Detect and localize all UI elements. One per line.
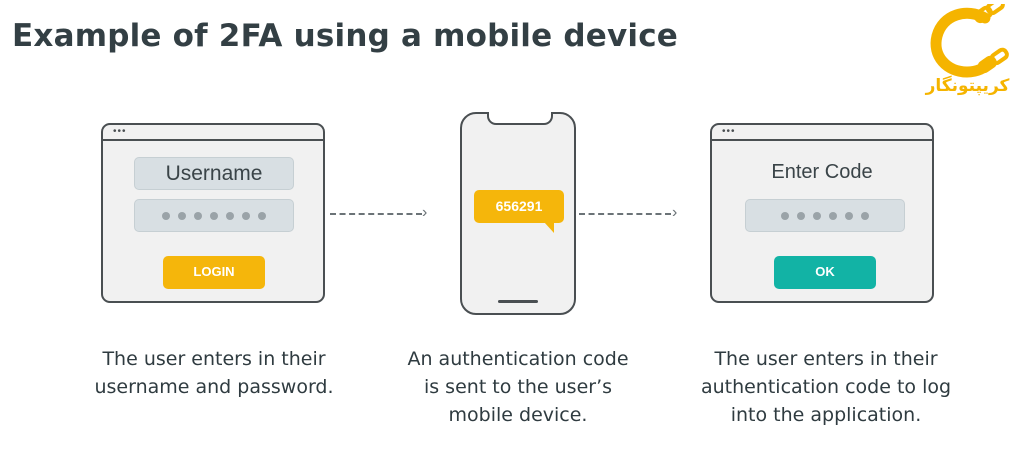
ok-button[interactable]: OK <box>774 256 876 289</box>
phone-notch <box>487 112 553 125</box>
username-field[interactable]: Username <box>134 157 294 190</box>
masked-char-dot <box>210 211 218 220</box>
dashed-arrow-2 <box>579 213 671 217</box>
masked-char-dot <box>226 211 234 220</box>
masked-char-dot <box>258 211 266 220</box>
window-dots-icon: ••• <box>113 126 127 137</box>
arrow-head-icon: › <box>422 204 428 221</box>
code-window: ••• Enter Code OK <box>710 123 934 303</box>
step-1-caption: The user enters in their username and pa… <box>94 348 334 398</box>
dashed-arrow-1 <box>330 213 422 217</box>
code-message-bubble: 656291 <box>474 190 564 233</box>
logo-letter: C <box>951 29 970 59</box>
masked-char-dot <box>781 211 789 220</box>
mobile-device: 656291 <box>460 112 576 315</box>
step-3-caption: The user enters in their authentication … <box>700 348 952 426</box>
masked-char-dot <box>162 211 170 220</box>
login-window: ••• Username LOGIN <box>101 123 325 303</box>
step-2-caption: An authentication code is sent to the us… <box>407 348 629 426</box>
masked-char-dot <box>194 211 202 220</box>
window-titlebar: ••• <box>712 125 932 141</box>
masked-char-dot <box>178 211 186 220</box>
code-field[interactable] <box>745 199 905 232</box>
masked-char-dot <box>813 211 821 220</box>
window-titlebar: ••• <box>103 125 323 141</box>
login-button[interactable]: LOGIN <box>163 256 265 289</box>
arrow-head-icon: › <box>672 204 678 221</box>
logo-text: کریپتونگار <box>925 76 1010 96</box>
page-title: Example of 2FA using a mobile device <box>12 18 678 54</box>
chain-c-logo-icon: C <box>930 0 1009 78</box>
password-field[interactable] <box>134 199 294 232</box>
window-dots-icon: ••• <box>722 126 736 137</box>
brand-logo: C کریپتونگار <box>915 0 1020 104</box>
phone-home-bar <box>498 300 538 303</box>
enter-code-label: Enter Code <box>771 161 873 183</box>
masked-char-dot <box>797 211 805 220</box>
masked-char-dot <box>829 211 837 220</box>
masked-char-dot <box>845 211 853 220</box>
masked-char-dot <box>861 211 869 220</box>
masked-char-dot <box>242 211 250 220</box>
